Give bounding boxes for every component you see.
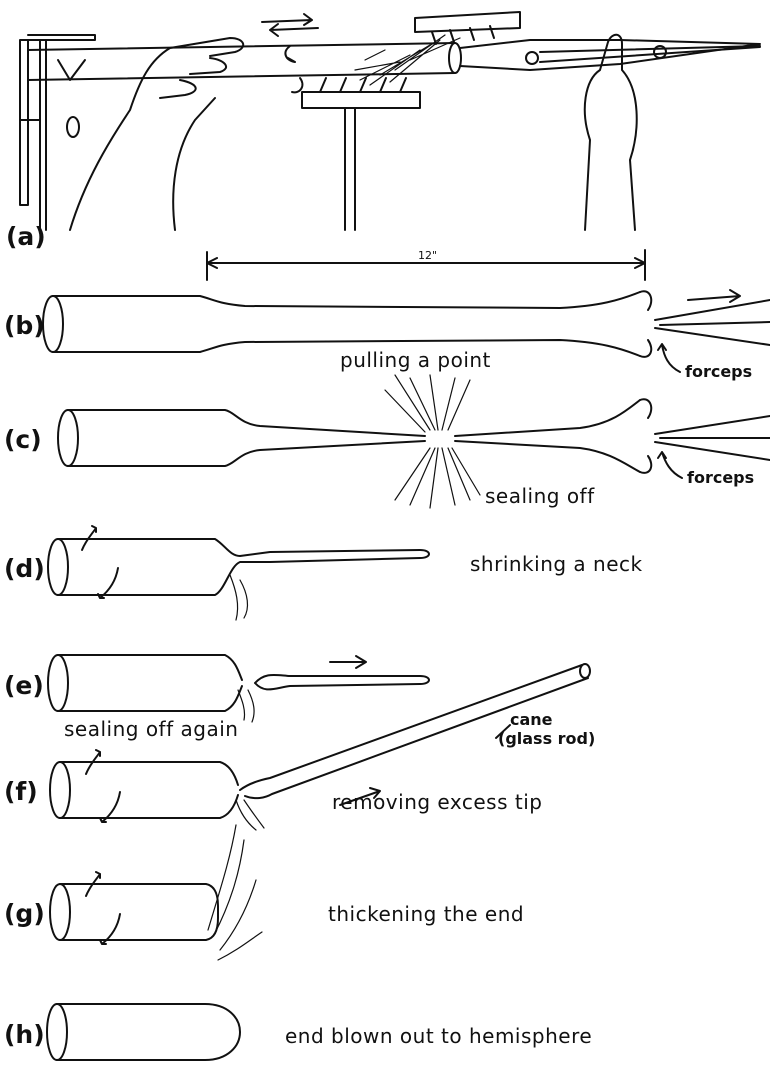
panel-g-drawing	[50, 825, 262, 960]
step-label-g: (g)	[4, 901, 45, 926]
caption-f: removing excess tip	[332, 792, 542, 812]
caption-h: end blown out to hemisphere	[285, 1026, 592, 1046]
caption-g: thickening the end	[328, 904, 524, 924]
caption-c: sealing off	[485, 486, 595, 506]
forceps-label-c: forceps	[687, 470, 754, 486]
step-label-a: (a)	[6, 224, 46, 249]
panel-a-drawing	[20, 12, 760, 230]
cane-label: cane	[510, 712, 553, 728]
panel-d-drawing	[48, 526, 429, 620]
rotation-arrow	[262, 14, 318, 36]
caption-b: pulling a point	[340, 350, 491, 370]
caption-d: shrinking a neck	[470, 554, 643, 574]
step-label-f: (f)	[4, 779, 38, 804]
forceps-drawing	[460, 40, 760, 70]
pull-arrow	[688, 290, 740, 302]
pull-arrow-e	[330, 656, 366, 668]
caption-e: sealing off again	[64, 719, 238, 739]
forceps-label-b: forceps	[685, 364, 752, 380]
step-label-b: (b)	[4, 313, 45, 338]
step-label-c: (c)	[4, 427, 42, 452]
panel-h-drawing	[47, 1004, 240, 1060]
step-label-d: (d)	[4, 556, 45, 581]
dimension-label: 12"	[418, 250, 437, 261]
panel-e-drawing	[48, 655, 429, 722]
left-hand	[70, 38, 243, 230]
cane-sublabel: (glass rod)	[498, 731, 595, 747]
step-label-h: (h)	[4, 1022, 45, 1047]
panel-c-drawing	[58, 375, 770, 508]
step-label-e: (e)	[4, 673, 44, 698]
